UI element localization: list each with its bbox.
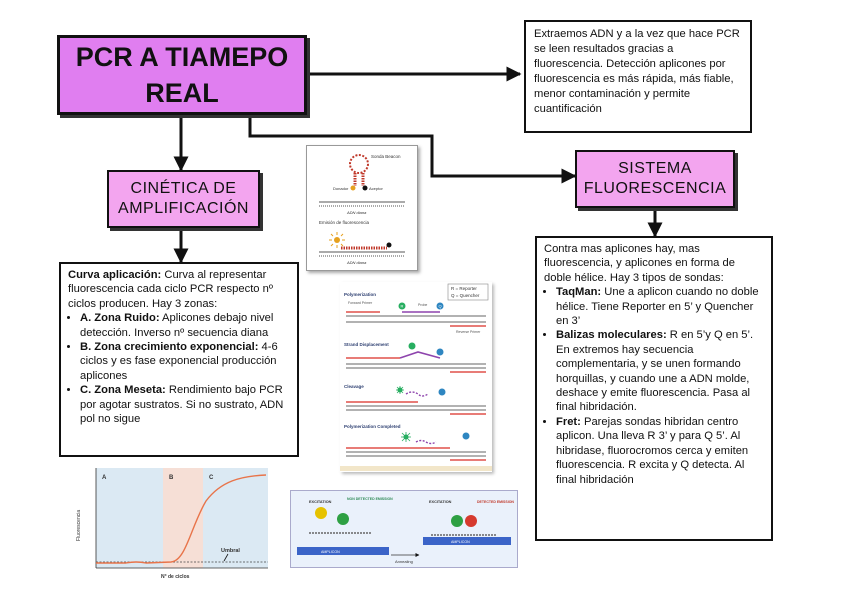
probe-text: R en 5’y Q en 5’. En extremos hay secuen… [556,329,754,414]
legend-reporter: R = Reporter [451,286,477,291]
probe-label-fig: Probe [418,303,427,307]
donor-label: Donador [333,186,349,191]
curve-ylabel: Fluorescencia [76,510,82,541]
probe-label: Fret: [556,415,581,428]
dna-target-label-2: ADN diana [346,260,367,265]
zone-a-label: A [102,475,107,481]
curve-xlabel: N° de ciclos [161,574,190,580]
kinetics-text-box: Curva aplicación: Curva al representar f… [59,262,299,457]
excitation-label-2: EXCITATION [429,500,452,504]
zone-label: A. Zona Ruido: [80,312,160,325]
probe-item: Fret: Parejas sondas hibridan centro apl… [556,415,764,487]
curve-label: Curva aplicación: [68,269,162,281]
probe-text: Une a aplicon cuando no doble hélice. Ti… [556,286,759,328]
amplification-curve [96,474,267,564]
intro-box: Extraemos ADN y a la vez que hace PCR se… [524,20,752,133]
probes-list: TaqMan: Une a aplicon cuando no doble hé… [544,285,764,487]
zone-text: 4-6 ciclos y es fase exponencial producc… [80,341,278,382]
reverse-primer-label: Reverse Primer [456,330,481,334]
zone-text: Aplicones debajo nivel detección. Invers… [80,312,274,339]
excitation-label-1: EXCITATION [309,500,332,504]
step-strand-displacement: Strand Displacement [344,342,389,347]
fluorescence-heading: SISTEMA FLUORESCENCIA [575,150,735,208]
reporter-mark: R [401,304,404,309]
zone-c-label: C [209,475,214,481]
legend-quencher: Q = Quencher [451,293,480,298]
probe-item: Balizas moleculares: R en 5’y Q en 5’. E… [556,328,764,414]
intro-text: Extraemos ADN y a la vez que hace PCR se… [534,28,740,115]
zone-label: B. Zona crecimiento exponencial: [80,341,259,354]
quencher-mark: Q [439,304,442,309]
beacon-label: Sonda Beacon [371,154,401,159]
zones-list: A. Zona Ruido: Aplicones debajo nivel de… [68,311,290,426]
probe-label: Balizas moleculares: [556,329,667,342]
zone-c-band [203,468,268,568]
taqman-figure: R = Reporter Q = Quencher Polymerization… [340,282,492,472]
forward-primer-label: Forward Primer [348,301,373,305]
amplification-curve-figure: A B C Fluorescencia N° de ciclos Umbral [66,466,270,584]
detected-label: DETECTED EMISSION [477,500,514,504]
arrow-title-to-fluorescence [248,115,577,184]
threshold-label: Umbral [221,548,240,554]
zone-item: C. Zona Meseta: Rendimiento bajo PCR por… [80,383,290,426]
emission-label: Emisión de fluorescencia [319,220,370,225]
fret-figure: EXCITATION NON DETECTED EMISSION AMPLICO… [290,490,518,568]
probe-label: TaqMan: [556,286,602,299]
zone-item: A. Zona Ruido: Aplicones debajo nivel de… [80,311,290,340]
zone-b-label: B [169,475,174,481]
beacon-figure: Sonda Beacon Donador Aceptor ADN diana E… [306,145,418,271]
zone-item: B. Zona crecimiento exponencial: 4-6 cic… [80,340,290,383]
acceptor-label: Aceptor [369,186,383,191]
curve-paragraph: Curva aplicación: Curva al representar f… [68,268,290,311]
probe-item: TaqMan: Une a aplicon cuando no doble hé… [556,285,764,328]
probe-text: Parejas sondas hibridan centro aplicon. … [556,415,749,486]
fluorescence-intro: Contra mas aplicones hay, mas fluorescen… [544,243,735,284]
main-title: PCR A TIAMEPO REAL [57,35,307,115]
kinetics-heading: CINÉTICA DE AMPLIFICACIÓN [107,170,260,228]
curve-text: Curva al representar fluorescencia cada … [68,269,273,310]
step-cleavage: Cleavage [344,384,364,389]
annealing-label: Annealing [395,559,413,564]
zone-a-band [96,468,163,568]
fluorescence-text-box: Contra mas aplicones hay, mas fluorescen… [535,236,773,541]
step-completed: Polymerization Completed [344,424,401,429]
zone-label: C. Zona Meseta: [80,384,166,397]
amplicon-label-2: AMPLICON [451,540,470,544]
non-detected-label: NON DETECTED EMISSION [347,497,393,501]
dna-target-label-1: ADN diana [346,210,367,215]
amplicon-label-1: AMPLICON [321,550,340,554]
zone-text: Rendimiento bajo PCR por agotar sustrato… [80,384,284,426]
step-polymerization: Polymerization [344,292,376,297]
